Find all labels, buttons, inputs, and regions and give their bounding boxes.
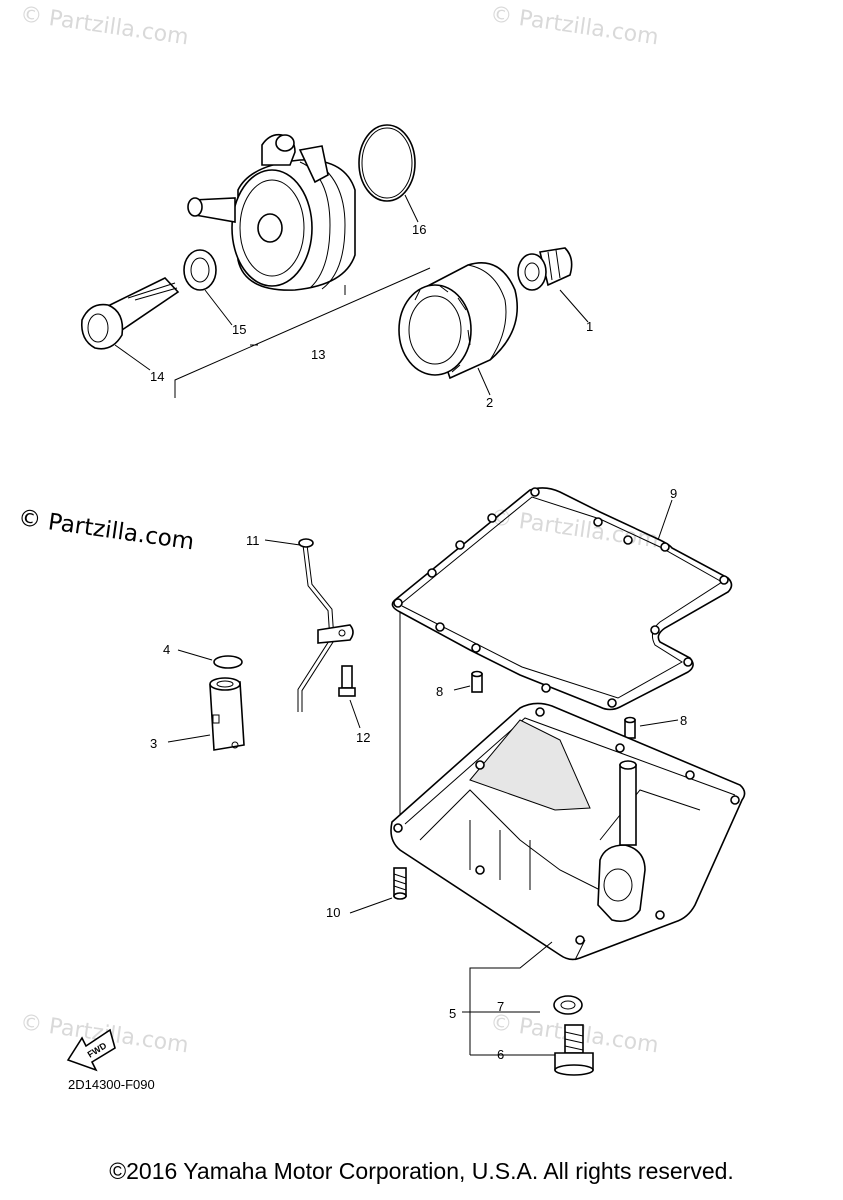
sleeve-part[interactable]: [209, 677, 245, 751]
union-bolt-part[interactable]: [80, 277, 180, 350]
callout-number[interactable]: 16: [412, 222, 427, 237]
callout-number[interactable]: 11: [246, 533, 260, 548]
callout-number[interactable]: 6: [497, 1047, 505, 1062]
fitting-part[interactable]: [517, 247, 573, 291]
dipstick-part[interactable]: [297, 538, 354, 712]
callout-number[interactable]: 10: [326, 905, 341, 920]
callout-number[interactable]: 8: [436, 684, 444, 699]
callout-number[interactable]: 15: [232, 322, 247, 337]
callout-number[interactable]: 7: [497, 999, 505, 1014]
washer-part[interactable]: [553, 995, 583, 1015]
drain-plug-part[interactable]: [554, 1024, 594, 1076]
oil-pan-part[interactable]: [390, 702, 746, 961]
oil-filter-part[interactable]: [398, 261, 518, 380]
callout-number[interactable]: 14: [150, 369, 165, 384]
callout-number[interactable]: 4: [163, 642, 171, 657]
o-ring-part[interactable]: [358, 124, 416, 202]
callout-number[interactable]: 1: [586, 319, 594, 334]
dipstick-bolt-part[interactable]: [338, 665, 356, 697]
dowel-pin-part[interactable]: [624, 716, 636, 739]
diagram-code: 2D14300-F090: [68, 1077, 155, 1092]
callout-number[interactable]: 9: [670, 486, 678, 501]
callout-number[interactable]: 8: [680, 713, 688, 728]
gasket-part[interactable]: [183, 249, 217, 291]
small-o-ring-part[interactable]: [213, 655, 243, 669]
pan-bolt-part[interactable]: [393, 867, 407, 900]
callout-number[interactable]: 3: [150, 736, 158, 751]
callout-number[interactable]: 5: [449, 1006, 457, 1021]
gasket-bolt-holes: [393, 487, 729, 708]
callout-number[interactable]: 12: [356, 730, 371, 745]
oil-pan-gasket-part[interactable]: [391, 487, 733, 711]
oil-cooler-part[interactable]: [187, 133, 356, 291]
dowel-pin-part[interactable]: [471, 670, 483, 693]
callout-number[interactable]: 13: [311, 347, 326, 362]
callout-number[interactable]: 2: [486, 395, 494, 410]
forward-direction-arrow-icon: [66, 1028, 116, 1072]
copyright-notice: ©2016 Yamaha Motor Corporation, U.S.A. A…: [109, 1158, 734, 1184]
